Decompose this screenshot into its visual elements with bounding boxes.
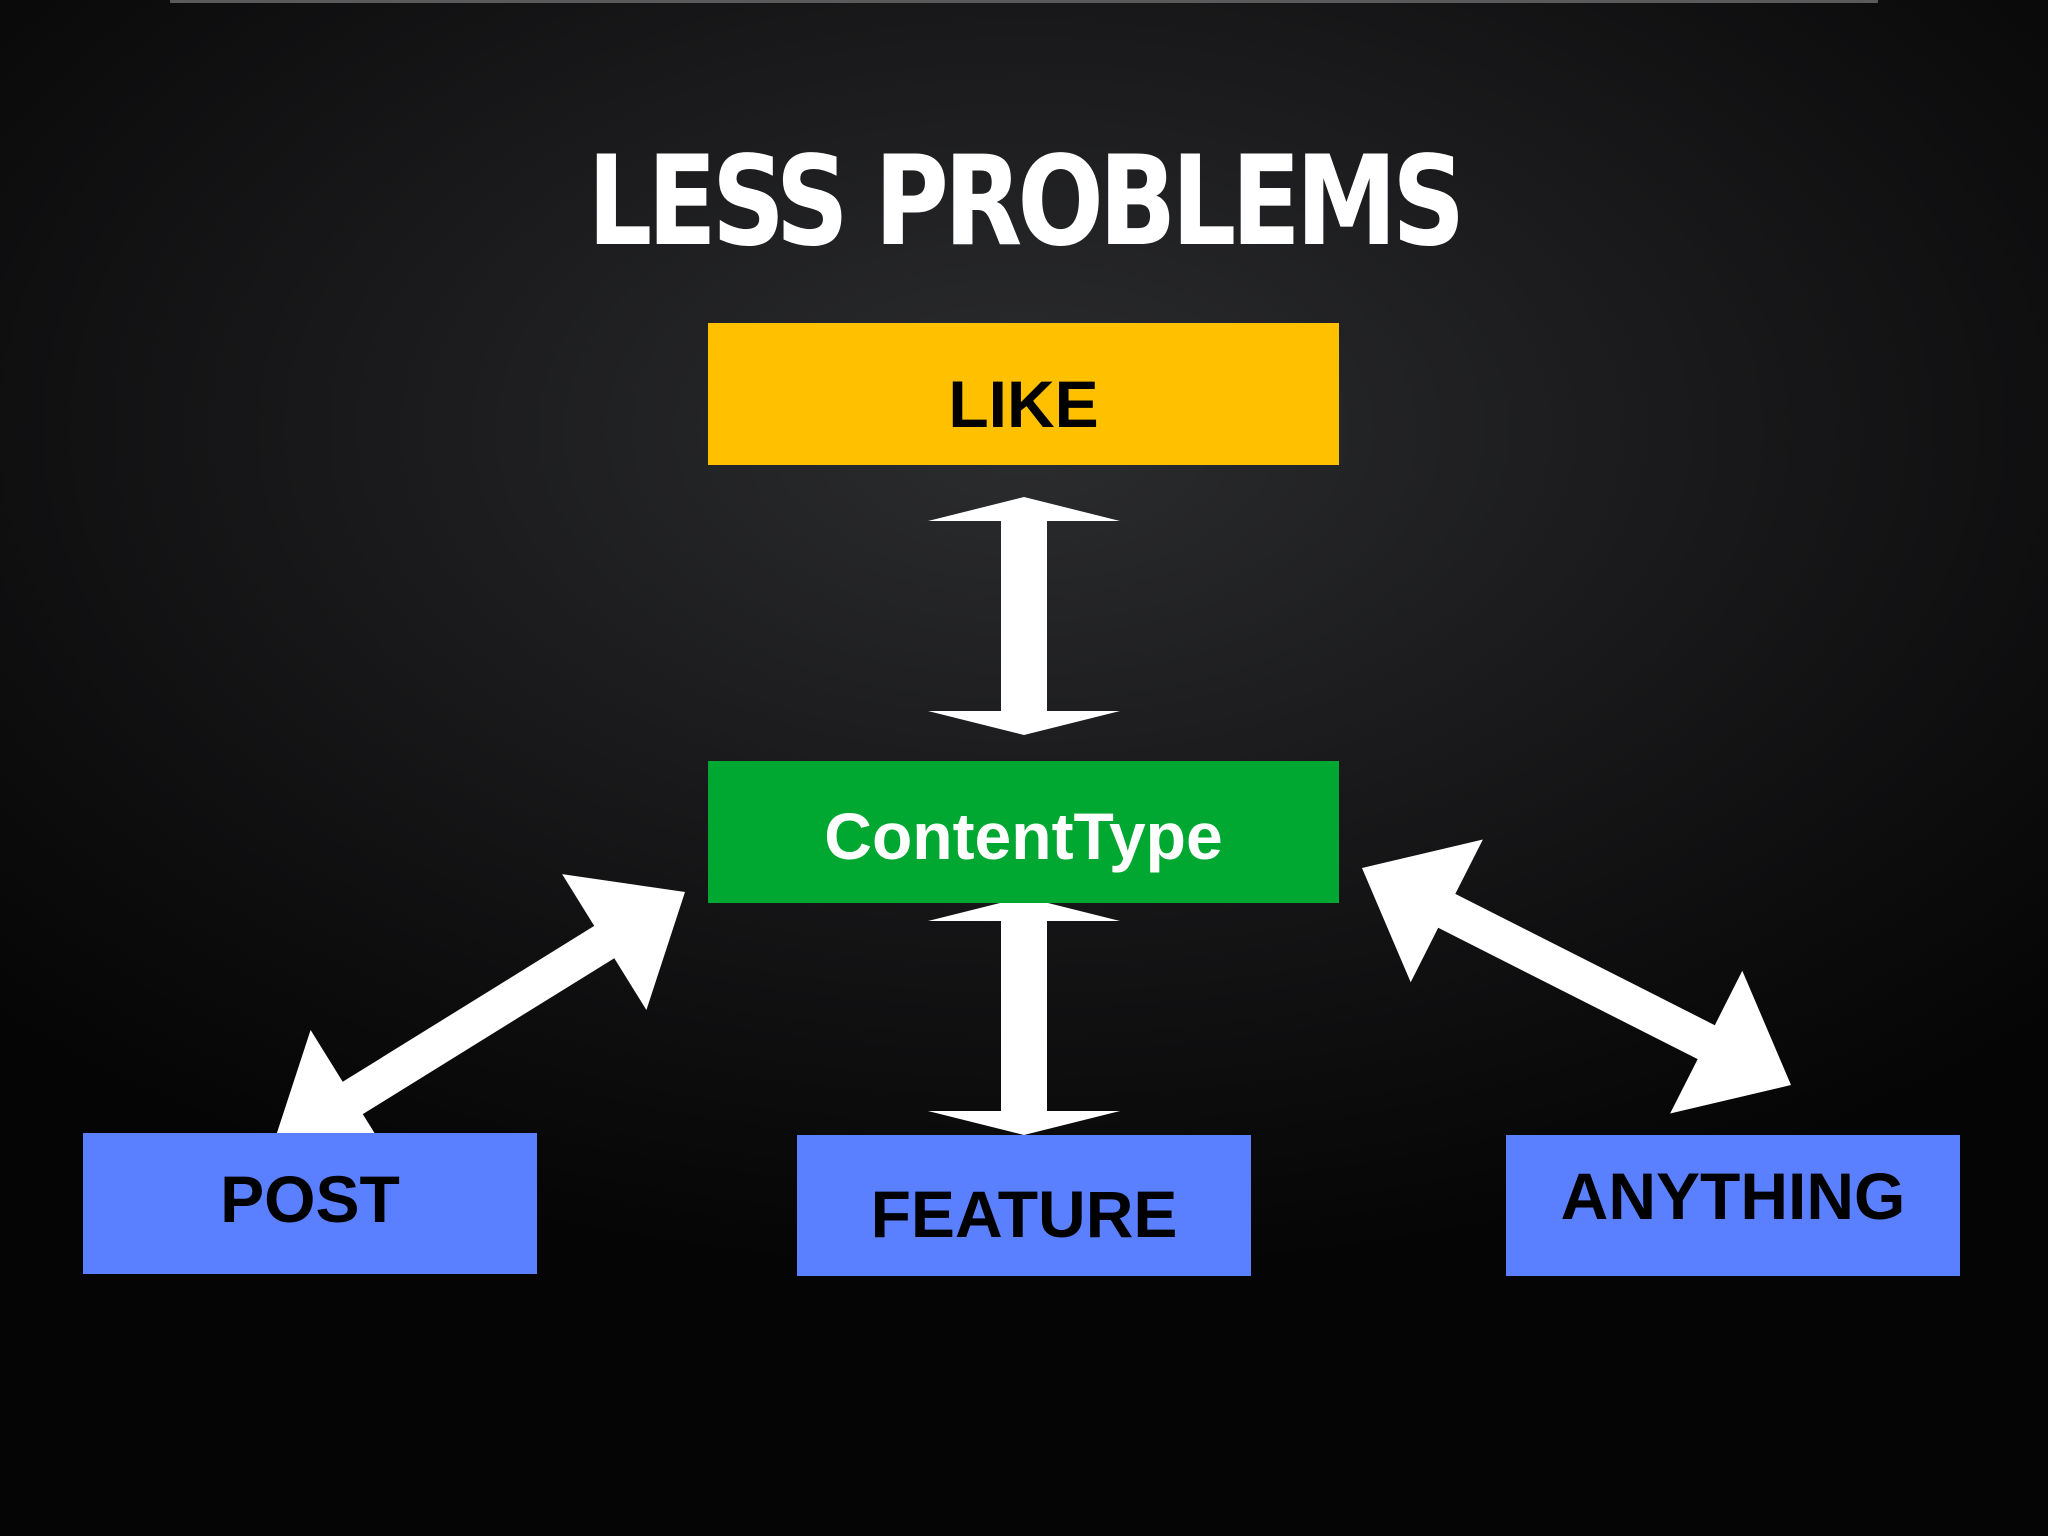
node-post: POST	[83, 1133, 537, 1274]
node-anything-label: ANYTHING	[1560, 1158, 1906, 1233]
double-arrow-like-content	[928, 497, 1120, 735]
slide-title: LESS PROBLEMS	[587, 130, 1465, 274]
arrow-shape	[1362, 839, 1791, 1114]
node-anything: ANYTHING	[1506, 1135, 1960, 1276]
arrow-shape	[928, 897, 1120, 1135]
node-like-label: LIKE	[948, 367, 1099, 441]
arrow-shape	[928, 497, 1120, 735]
node-post-label: POST	[220, 1161, 400, 1236]
double-arrow-content-post	[272, 874, 685, 1166]
top-divider	[170, 0, 1878, 3]
node-like: LIKE	[708, 323, 1339, 465]
node-feature: FEATURE	[797, 1135, 1251, 1276]
double-arrow-content-feature	[928, 897, 1120, 1135]
node-content-type-label: ContentType	[824, 799, 1223, 873]
arrow-shape	[272, 874, 685, 1166]
double-arrow-content-anything	[1362, 839, 1791, 1114]
node-content-type: ContentType	[708, 761, 1339, 903]
node-feature-label: FEATURE	[870, 1176, 1178, 1251]
